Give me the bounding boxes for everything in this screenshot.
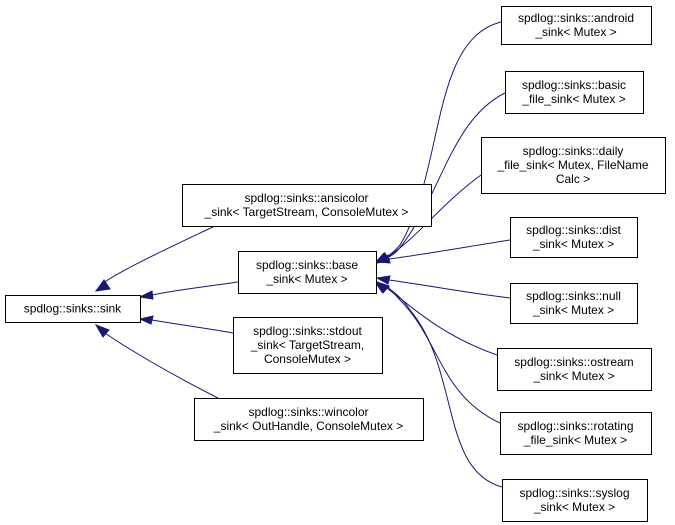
- class-name-line: _sink< Mutex >: [532, 303, 614, 317]
- class-name-line: spdlog::sinks::daily: [523, 144, 624, 158]
- class-node-box: [510, 283, 638, 324]
- class-node-basic-file[interactable]: spdlog::sinks::basic_file_sink< Mutex >: [505, 71, 644, 114]
- class-name-line: _sink< Mutex >: [265, 272, 347, 286]
- inheritance-arrowhead: [375, 275, 391, 285]
- class-name-line: _sink< Mutex >: [533, 500, 615, 514]
- class-name-line: spdlog::sinks::stdout: [253, 324, 362, 338]
- class-name-line: spdlog::sinks::dist: [526, 223, 621, 237]
- class-node-box: [194, 398, 424, 441]
- class-node-ansicolor[interactable]: spdlog::sinks::ansicolor_sink< TargetStr…: [182, 184, 432, 227]
- edge-line: [151, 319, 234, 334]
- class-node-base[interactable]: spdlog::sinks::base_sink< Mutex >: [238, 251, 377, 294]
- class-node-rotating-file[interactable]: spdlog::sinks::rotating_file_sink< Mutex…: [500, 412, 652, 455]
- inheritance-arrowhead: [375, 254, 391, 264]
- class-name-line: spdlog::sinks::null: [526, 289, 621, 303]
- class-node-syslog[interactable]: spdlog::sinks::syslog_sink< Mutex >: [502, 479, 648, 522]
- class-node-box: [501, 6, 652, 45]
- inheritance-edge-stdout-to-sink: [138, 315, 234, 334]
- edge-line: [151, 281, 239, 296]
- edge-line: [104, 332, 219, 399]
- inheritance-edge-dist-to-base: [375, 239, 511, 264]
- class-node-wincolor[interactable]: spdlog::sinks::wincolor_sink< OutHandle,…: [194, 398, 424, 441]
- class-node-box: [182, 184, 432, 227]
- class-name-line: _sink< OutHandle, ConsoleMutex >: [213, 419, 403, 433]
- class-node-daily-file[interactable]: spdlog::sinks::daily_file_sink< Mutex, F…: [481, 137, 666, 194]
- class-name-line: _sink< Mutex >: [532, 369, 614, 383]
- class-name-line: _sink< TargetStream, ConsoleMutex >: [204, 205, 409, 219]
- edge-line: [388, 239, 511, 260]
- class-name-line: spdlog::sinks::basic: [522, 78, 626, 92]
- class-name-line: ConsoleMutex >: [264, 352, 351, 366]
- nodes-layer: spdlog::sinks::sink spdlog::sinks::ansico…: [5, 6, 666, 522]
- class-node-ostream[interactable]: spdlog::sinks::ostream_sink< Mutex >: [497, 348, 652, 391]
- edge-line: [385, 286, 501, 424]
- class-name-line: _file_sink< Mutex >: [523, 433, 627, 447]
- class-node-box: [238, 251, 377, 294]
- edge-line: [387, 288, 498, 356]
- inheritance-arrowhead: [94, 279, 111, 292]
- class-node-android[interactable]: spdlog::sinks::android_sink< Mutex >: [501, 6, 652, 45]
- class-node-box: [481, 137, 666, 194]
- class-name-line: spdlog::sinks::ansicolor: [244, 191, 368, 205]
- edge-line: [388, 279, 511, 299]
- class-node-box: [5, 295, 141, 323]
- class-name-line: _sink< TargetStream,: [250, 338, 365, 352]
- class-name-line: _sink< Mutex >: [534, 25, 616, 39]
- class-node-null[interactable]: spdlog::sinks::null_sink< Mutex >: [510, 283, 638, 324]
- class-name-line: _file_sink< Mutex >: [521, 92, 625, 106]
- class-name-line: _sink< Mutex >: [532, 237, 614, 251]
- inheritance-arrowhead: [94, 324, 110, 338]
- class-name-line: spdlog::sinks::sink: [24, 302, 122, 316]
- inheritance-arrowhead: [138, 290, 154, 300]
- class-name-line: Calc >: [556, 172, 590, 186]
- class-name-line: _file_sink< Mutex, FileName: [496, 158, 648, 172]
- class-node-box: [233, 317, 383, 374]
- class-node-stdout[interactable]: spdlog::sinks::stdout_sink< TargetStream…: [233, 317, 383, 374]
- inheritance-edge-null-to-base: [375, 275, 511, 299]
- class-node-box: [500, 412, 652, 455]
- class-node-box: [505, 71, 644, 114]
- class-node-box: [510, 217, 638, 258]
- class-node-box: [502, 479, 648, 522]
- class-node-sink[interactable]: spdlog::sinks::sink: [5, 295, 141, 323]
- inheritance-edge-ansicolor-to-sink: [94, 224, 218, 292]
- class-name-line: spdlog::sinks::wincolor: [248, 405, 368, 419]
- class-name-line: spdlog::sinks::android: [518, 11, 634, 25]
- class-name-line: spdlog::sinks::ostream: [514, 355, 633, 369]
- class-node-dist[interactable]: spdlog::sinks::dist_sink< Mutex >: [510, 217, 638, 258]
- class-name-line: spdlog::sinks::rotating: [517, 419, 633, 433]
- inheritance-arrowhead: [374, 282, 391, 293]
- inheritance-edge-syslog-to-base: [374, 282, 503, 488]
- inheritance-edge-wincolor-to-sink: [94, 324, 219, 399]
- edge-line: [386, 286, 503, 488]
- edge-line: [102, 224, 218, 284]
- inheritance-edge-base-to-sink: [138, 281, 239, 300]
- class-name-line: spdlog::sinks::base: [256, 258, 358, 272]
- inheritance-arrowhead: [138, 315, 154, 325]
- class-name-line: spdlog::sinks::syslog: [519, 486, 629, 500]
- class-node-box: [497, 348, 652, 391]
